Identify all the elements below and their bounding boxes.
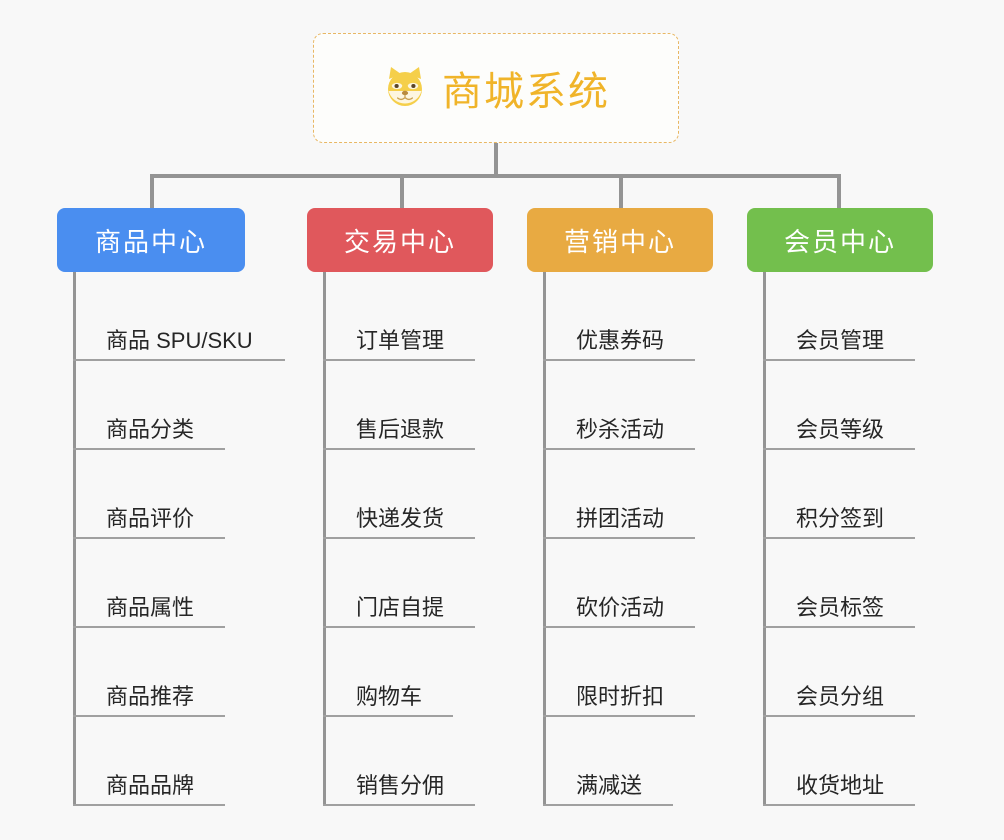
category-header-member-center[interactable]: 会员中心 xyxy=(747,208,933,272)
category-header-product-center[interactable]: 商品中心 xyxy=(57,208,245,272)
leaf-item-label: 售后退款 xyxy=(356,416,445,442)
leaf-item-label: 商品属性 xyxy=(106,594,195,620)
leaf-item[interactable]: 销售分佣 xyxy=(323,717,475,806)
leaf-item[interactable]: 购物车 xyxy=(323,628,453,717)
leaf-item-label: 砍价活动 xyxy=(576,594,665,620)
leaf-item[interactable]: 商品品牌 xyxy=(73,717,225,806)
leaf-item[interactable]: 收货地址 xyxy=(763,717,915,806)
leaf-item[interactable]: 订单管理 xyxy=(323,272,475,361)
leaf-list-trade-center: 订单管理售后退款快递发货门店自提购物车销售分佣 xyxy=(323,272,493,806)
leaf-item-label: 销售分佣 xyxy=(356,772,445,798)
leaf-list-product-center: 商品 SPU/SKU 商品分类商品评价商品属性商品推荐商品品牌 xyxy=(73,272,285,806)
leaf-item[interactable]: 积分签到 xyxy=(763,450,915,539)
leaf-item-label: 会员分组 xyxy=(796,683,885,709)
leaf-item-label: 商品分类 xyxy=(106,416,195,442)
leaf-item-label: 秒杀活动 xyxy=(576,416,665,442)
leaf-item-label: 会员管理 xyxy=(796,327,885,353)
category-header-trade-center[interactable]: 交易中心 xyxy=(307,208,493,272)
connector-drop-1 xyxy=(150,174,154,208)
leaf-item-label: 积分签到 xyxy=(796,505,885,531)
leaf-item[interactable]: 会员分组 xyxy=(763,628,915,717)
leaf-item[interactable]: 限时折扣 xyxy=(543,628,695,717)
leaf-spine xyxy=(323,272,326,806)
leaf-item[interactable]: 会员等级 xyxy=(763,361,915,450)
leaf-item-label: 会员等级 xyxy=(796,416,885,442)
leaf-list-member-center: 会员管理会员等级积分签到会员标签会员分组收货地址 xyxy=(763,272,933,806)
leaf-item[interactable]: 商品属性 xyxy=(73,539,225,628)
category-header-label: 营销中心 xyxy=(563,226,676,257)
category-header-label: 交易中心 xyxy=(343,226,456,257)
root-node[interactable]: 商城系统 xyxy=(313,33,679,143)
leaf-item[interactable]: 砍价活动 xyxy=(543,539,695,628)
leaf-item-label: 商品评价 xyxy=(106,505,195,531)
leaf-item-label: 满减送 xyxy=(576,772,643,798)
leaf-item[interactable]: 商品 SPU/SKU xyxy=(73,272,285,361)
leaf-item[interactable]: 会员管理 xyxy=(763,272,915,361)
leaf-item[interactable]: 商品分类 xyxy=(73,361,225,450)
leaf-item-label: 商品推荐 xyxy=(106,683,195,709)
leaf-item-label: 收货地址 xyxy=(796,772,885,798)
connector-drop-3 xyxy=(619,174,623,208)
category-column-marketing-center: 营销中心优惠券码秒杀活动拼团活动砍价活动限时折扣满减送 xyxy=(527,208,713,806)
leaf-item-label: 门店自提 xyxy=(356,594,445,620)
leaf-item[interactable]: 会员标签 xyxy=(763,539,915,628)
connector-drop-2 xyxy=(400,174,404,208)
leaf-item-label: 订单管理 xyxy=(356,327,445,353)
leaf-item-label: 商品 SPU/SKU xyxy=(106,327,253,353)
leaf-item[interactable]: 快递发货 xyxy=(323,450,475,539)
leaf-item-label: 快递发货 xyxy=(356,505,445,531)
connector-root-stem xyxy=(494,143,498,176)
connector-horizontal-bus xyxy=(150,174,840,178)
leaf-spine xyxy=(543,272,546,806)
leaf-spine xyxy=(73,272,76,806)
leaf-list-marketing-center: 优惠券码秒杀活动拼团活动砍价活动限时折扣满减送 xyxy=(543,272,713,806)
leaf-item[interactable]: 秒杀活动 xyxy=(543,361,695,450)
leaf-item-label: 会员标签 xyxy=(796,594,885,620)
leaf-item[interactable]: 优惠券码 xyxy=(543,272,695,361)
leaf-item-label: 购物车 xyxy=(356,683,423,709)
leaf-item[interactable]: 商品推荐 xyxy=(73,628,225,717)
leaf-item-label: 商品品牌 xyxy=(106,772,195,798)
leaf-item-label: 优惠券码 xyxy=(576,327,665,353)
leaf-item[interactable]: 商品评价 xyxy=(73,450,225,539)
leaf-item[interactable]: 门店自提 xyxy=(323,539,475,628)
category-header-label: 商品中心 xyxy=(94,226,207,257)
connector-drop-4 xyxy=(837,174,841,208)
leaf-item[interactable]: 拼团活动 xyxy=(543,450,695,539)
category-column-product-center: 商品中心商品 SPU/SKU 商品分类商品评价商品属性商品推荐商品品牌 xyxy=(57,208,285,806)
leaf-item[interactable]: 售后退款 xyxy=(323,361,475,450)
category-column-member-center: 会员中心会员管理会员等级积分签到会员标签会员分组收货地址 xyxy=(747,208,933,806)
category-column-trade-center: 交易中心订单管理售后退款快递发货门店自提购物车销售分佣 xyxy=(307,208,493,806)
category-header-marketing-center[interactable]: 营销中心 xyxy=(527,208,713,272)
category-header-label: 会员中心 xyxy=(783,226,896,257)
leaf-spine xyxy=(763,272,766,806)
shiba-dog-icon xyxy=(382,65,428,111)
leaf-item-label: 拼团活动 xyxy=(576,505,665,531)
leaf-item-label: 限时折扣 xyxy=(576,683,665,709)
leaf-item[interactable]: 满减送 xyxy=(543,717,673,806)
root-title: 商城系统 xyxy=(442,70,610,114)
